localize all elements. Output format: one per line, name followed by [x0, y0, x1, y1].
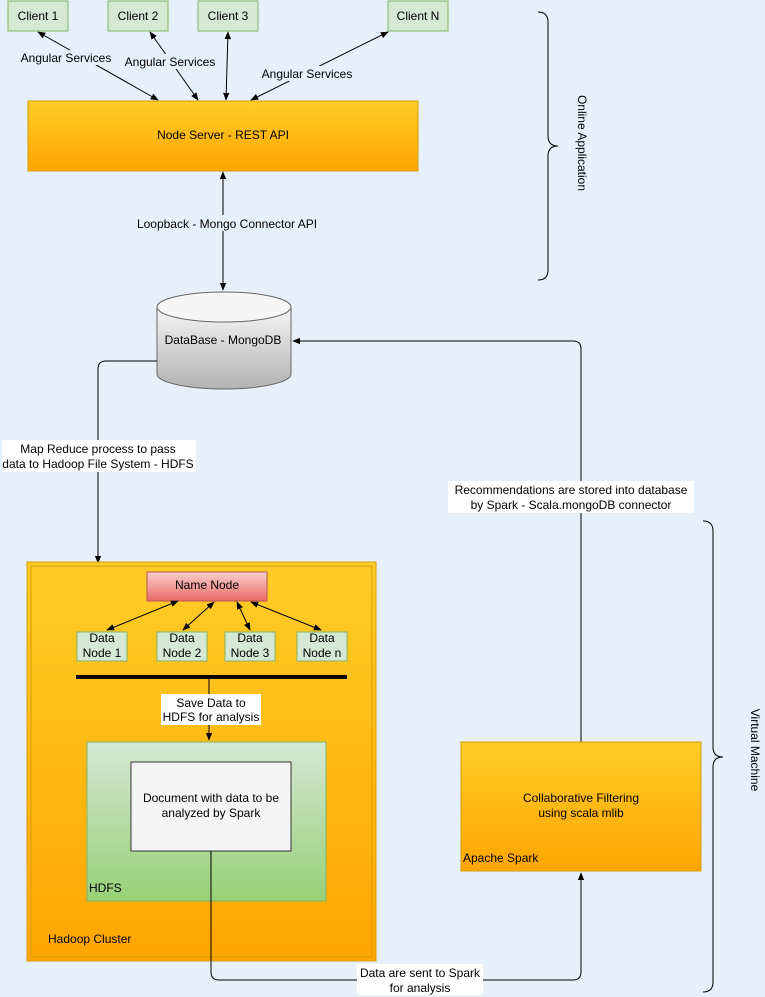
arrow-client3-server	[223, 31, 231, 101]
map-reduce-label-line2: data to Hadoop File System - HDFS	[2, 457, 193, 471]
online-application-brace	[537, 11, 559, 281]
arrow-spark-database	[292, 337, 582, 742]
arrow-database-hadoop	[94, 360, 157, 564]
hdfs-label: HDFS	[89, 881, 122, 895]
node-server-label: Node Server - REST API	[157, 128, 289, 142]
data-node-n-line1: Data	[309, 631, 335, 645]
database-cylinder: DataBase - MongoDB	[156, 291, 292, 390]
data-node-3-line1: Data	[237, 631, 263, 645]
virtual-machine-brace	[702, 520, 724, 993]
apache-spark-text-line2: using scala mlib	[538, 806, 624, 820]
data-node-n: Data Node n	[296, 631, 348, 662]
name-node-box: Name Node	[146, 571, 268, 602]
data-node-2: Data Node 2	[156, 631, 208, 662]
data-node-n-line2: Node n	[303, 646, 342, 660]
data-node-2-line1: Data	[169, 631, 195, 645]
data-node-1-line1: Data	[89, 631, 115, 645]
document-label-line2: analyzed by Spark	[162, 806, 262, 820]
save-data-label-line1: Save Data to	[176, 696, 246, 710]
arrow-client1-server	[37, 31, 159, 101]
online-application-label: Online Application	[575, 95, 589, 191]
client-3-label: Client 3	[208, 9, 249, 23]
data-bus-line	[76, 675, 347, 679]
arrow-namenode-datanode1	[106, 600, 179, 631]
recommendations-label-line1: Recommendations are stored into database	[455, 483, 688, 497]
apache-spark-label: Apache Spark	[463, 851, 539, 865]
client-1-label: Client 1	[18, 9, 59, 23]
virtual-machine-label: Virtual Machine	[748, 709, 762, 792]
recommendations-label-line2: by Spark - Scala.mongoDB connector	[471, 498, 672, 512]
client-n-label: Client N	[397, 9, 440, 23]
client-box-1: Client 1	[7, 0, 69, 32]
data-node-1-line2: Node 1	[83, 646, 122, 660]
arrow-namenode-datanoden	[250, 601, 322, 631]
apache-spark-box: Collaborative Filtering using scala mlib…	[460, 741, 702, 872]
client-box-3: Client 3	[197, 0, 259, 32]
apache-spark-text-line1: Collaborative Filtering	[523, 791, 639, 805]
data-node-1: Data Node 1	[76, 631, 128, 662]
angular-services-label-1: Angular Services	[21, 51, 112, 65]
angular-services-label-2: Angular Services	[125, 55, 216, 69]
data-sent-label-line2: for analysis	[390, 981, 451, 995]
document-box: Document with data to be analyzed by Spa…	[130, 761, 292, 852]
angular-services-label-3: Angular Services	[262, 67, 353, 81]
arrow-namenode-datanode3	[236, 601, 251, 631]
data-sent-label-line1: Data are sent to Spark	[360, 966, 481, 980]
database-label: DataBase - MongoDB	[165, 333, 282, 347]
client-box-n: Client N	[387, 0, 449, 32]
data-node-3-line2: Node 3	[231, 646, 270, 660]
node-server-box: Node Server - REST API	[27, 100, 419, 172]
client-2-label: Client 2	[118, 9, 159, 23]
client-box-2: Client 2	[107, 0, 169, 32]
document-label-line1: Document with data to be	[143, 791, 279, 805]
data-node-3: Data Node 3	[224, 631, 276, 662]
save-data-label-line2: HDFS for analysis	[163, 710, 260, 724]
data-node-2-line2: Node 2	[163, 646, 202, 660]
arrow-namenode-datanode2	[182, 601, 215, 631]
map-reduce-label-line1: Map Reduce process to pass	[20, 442, 175, 456]
hadoop-cluster-label: Hadoop Cluster	[48, 932, 131, 946]
name-node-label: Name Node	[175, 578, 239, 592]
loopback-label: Loopback - Mongo Connector API	[137, 217, 317, 231]
